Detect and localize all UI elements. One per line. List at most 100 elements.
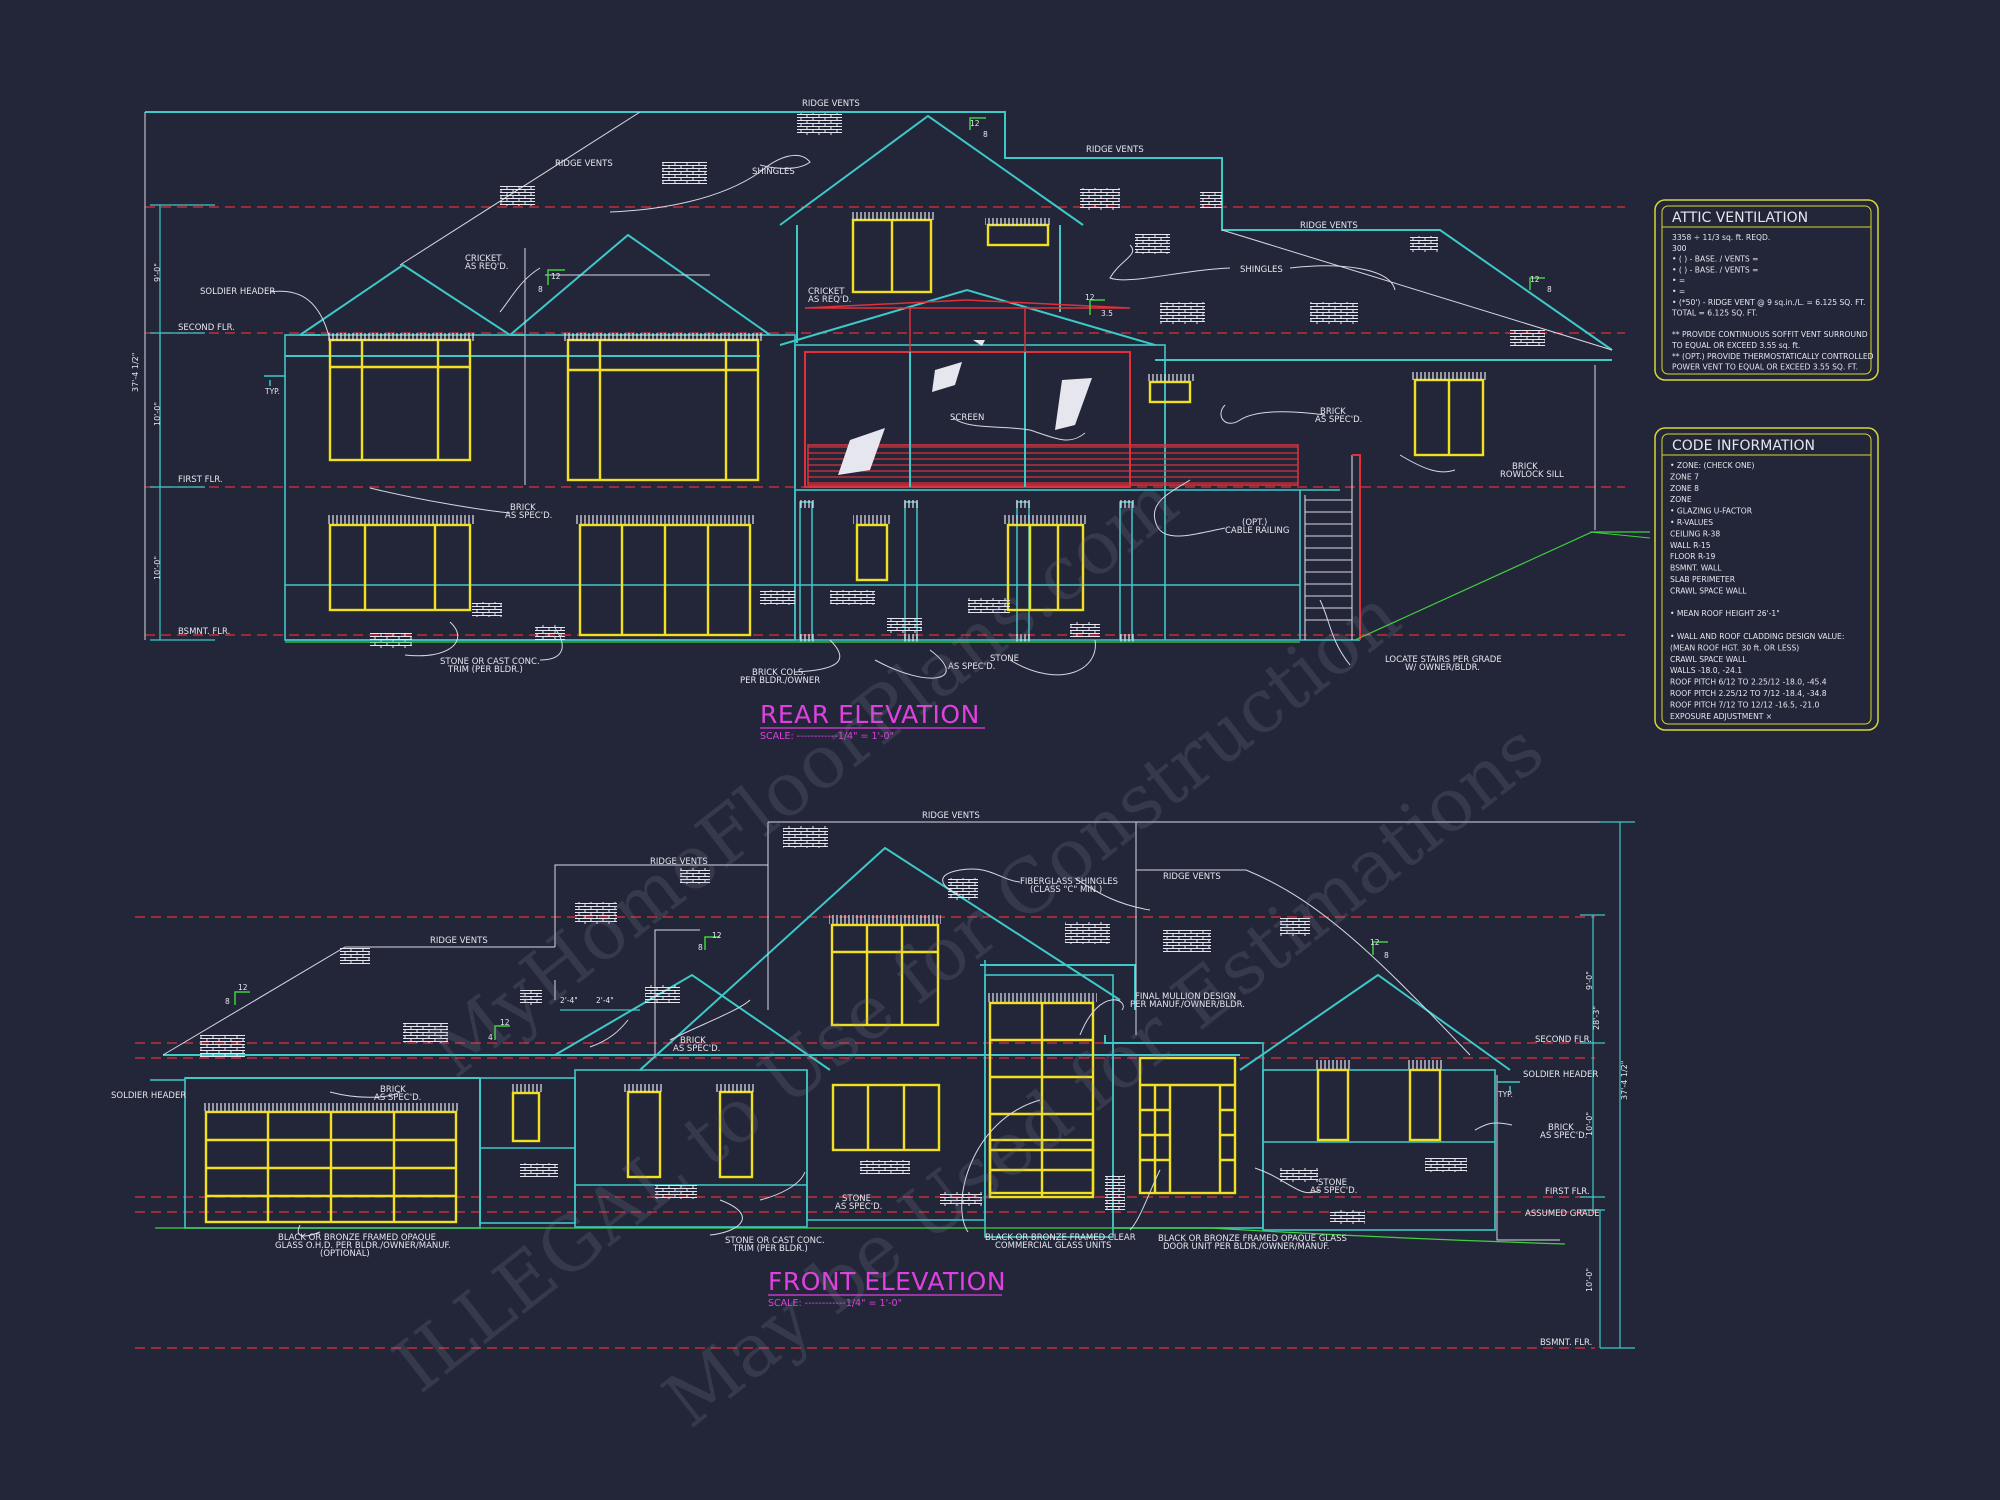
front-brick-1a: BRICK [380, 1085, 406, 1095]
front-commercial-a: BLACK OR BRONZE FRAMED CLEAR [985, 1233, 1136, 1243]
front-soldier-header-right: SOLDIER HEADER [1523, 1070, 1598, 1080]
front-stone-2b: AS SPEC'D. [1310, 1186, 1357, 1196]
rear-stairs-b: W/ OWNER/BLDR. [1405, 663, 1480, 673]
rear-window-heads [326, 212, 1487, 524]
rear-brick-1a: BRICK [510, 503, 536, 513]
rear-stone-trim-a: STONE OR CAST CONC. [440, 657, 540, 667]
code-line: ZONE 7 [1670, 472, 1699, 481]
front-pitch-8a: 8 [225, 997, 230, 1006]
rear-bsmnt-flr: BSMNT. FLR. [178, 627, 230, 637]
rear-screen: SCREEN [950, 413, 984, 423]
front-ridge-vents-right: RIDGE VENTS [1163, 872, 1221, 882]
rear-rowlock-a: BRICK [1512, 462, 1538, 472]
front-leaders [297, 868, 1513, 1237]
front-mullion-a: FINAL MULLION DESIGN [1135, 992, 1236, 1002]
front-pitch-12c: 12 [500, 1018, 510, 1027]
attic-line: • ( ) - BASE. / VENTS = [1672, 255, 1759, 264]
code-line: • GLAZING U-FACTOR [1670, 507, 1753, 516]
rear-dimension-lines [150, 204, 215, 641]
front-pitch-4: 4 [488, 1033, 493, 1042]
code-information-text: CODE INFORMATION • ZONE: (CHECK ONE) ZON… [1670, 438, 1844, 721]
rear-leaders [269, 154, 1456, 679]
front-fiberglass-a: FIBERGLASS SHINGLES [1020, 877, 1118, 887]
rear-ridge-vents-left: RIDGE VENTS [555, 159, 613, 169]
rear-brick-cols-b: PER BLDR./OWNER [740, 676, 820, 686]
code-line: BSMNT. WALL [1670, 564, 1722, 573]
front-pitch-8d: 8 [1384, 951, 1389, 960]
attic-ventilation-text: ATTIC VENTILATION 3358 ÷ 11/3 sq. ft. RE… [1671, 210, 1874, 372]
attic-line: 300 [1672, 244, 1687, 253]
attic-line: • (*50') - RIDGE VENT @ 9 sq.in./L. = 6.… [1672, 298, 1865, 307]
front-ridge-vents-far: RIDGE VENTS [430, 936, 488, 946]
attic-line: ** PROVIDE CONTINUOUS SOFFIT VENT SURROU… [1672, 330, 1868, 339]
front-roof-thin [162, 821, 1630, 1241]
front-soldier-header-left: SOLDIER HEADER [111, 1091, 186, 1101]
rear-shingles-2: SHINGLES [1240, 265, 1283, 275]
front-elevation [135, 821, 1635, 1349]
code-line: ZONE [1670, 495, 1692, 504]
rear-pitch-12d: 12 [1530, 275, 1540, 284]
code-line: EXPOSURE ADJUSTMENT × [1670, 712, 1772, 721]
front-assumed-grade: ASSUMED GRADE [1525, 1209, 1600, 1219]
attic-ventilation-title: ATTIC VENTILATION [1672, 210, 1808, 226]
rear-pitch-35: 3.5 [1101, 309, 1113, 318]
code-line: WALLS -18.0, -24.1 [1670, 666, 1742, 675]
front-dim-upper: 9'-0" [1585, 971, 1594, 990]
rear-elevation [144, 111, 1650, 679]
front-stone-trim-b: TRIM (PER BLDR.) [732, 1244, 808, 1254]
front-typ: TYP. [1497, 1090, 1513, 1099]
front-brick-3a: BRICK [1548, 1123, 1574, 1133]
code-information-panel [1654, 427, 1879, 731]
front-ridge-vents-top: RIDGE VENTS [922, 811, 980, 821]
rear-pitch-symbols [547, 117, 1545, 315]
front-dim-b: 2'-4" [596, 996, 614, 1005]
front-dim-lower: 10'-0" [1585, 1268, 1594, 1292]
rear-pitch-8b: 8 [983, 130, 988, 139]
rear-shingles-1: SHINGLES [752, 167, 795, 177]
attic-line: • = [1672, 287, 1685, 296]
rear-column-caps [798, 500, 1134, 642]
rear-brick-1b: AS SPEC'D. [505, 511, 552, 521]
code-line: ROOF PITCH 6/12 TO 2.25/12 -18.0, -45.4 [1670, 678, 1827, 687]
rear-first-flr: FIRST FLR. [178, 475, 223, 485]
code-line: ROOF PITCH 2.25/12 TO 7/12 -18.4, -34.8 [1670, 689, 1827, 698]
code-line: • WALL AND ROOF CLADDING DESIGN VALUE: [1670, 632, 1844, 641]
rear-dim-lower: 10'-0" [153, 556, 162, 580]
front-door-b: DOOR UNIT PER BLDR./OWNER/MANUF. [1163, 1242, 1329, 1252]
front-garage-b: GLASS O.H.D. PER BLDR./OWNER/MANUF. [275, 1241, 451, 1251]
rear-cricket-2b: AS REQ'D. [808, 295, 851, 305]
front-walls [150, 960, 1496, 1238]
attic-line: TOTAL = 6.125 SQ. FT. [1671, 309, 1757, 318]
rear-stone-a: STONE [990, 654, 1019, 664]
front-garage-a: BLACK OR BRONZE FRAMED OPAQUE [278, 1233, 436, 1243]
attic-line: • = [1672, 276, 1685, 285]
front-dim-total: 37'-4 1/2" [1620, 1061, 1629, 1100]
rear-pitch-12c: 12 [1085, 293, 1095, 302]
code-line: ZONE 8 [1670, 484, 1699, 493]
front-dim-a: 2'-4" [560, 996, 578, 1005]
front-stone-1b: AS SPEC'D. [835, 1202, 882, 1212]
code-line: CEILING R-38 [1670, 529, 1720, 538]
rear-cricket-1a: CRICKET [465, 254, 502, 264]
front-pitch-12b: 12 [712, 931, 722, 940]
front-mullion-b: PER MANUF./OWNER/BLDR. [1130, 1000, 1245, 1010]
code-line: SLAB PERIMETER [1670, 575, 1736, 584]
rear-stone-b: AS SPEC'D. [948, 662, 995, 672]
rear-elevation-title: REAR ELEVATION [760, 700, 980, 729]
front-bsmnt-flr: BSMNT. FLR. [1540, 1338, 1592, 1348]
front-dimension-lines [560, 821, 1635, 1349]
front-brick-3b: AS SPEC'D. [1540, 1131, 1587, 1141]
front-dim-right-total: 28'-3" [1592, 1006, 1601, 1030]
front-brick-symbols [200, 826, 1467, 1224]
front-pitch-12a: 12 [238, 983, 248, 992]
front-window-heads [203, 915, 1444, 1111]
rear-ridge-vents-far: RIDGE VENTS [1300, 221, 1358, 231]
front-pitch-12d: 12 [1370, 938, 1380, 947]
rear-pitch-8d: 8 [1547, 285, 1552, 294]
rear-dim-upper: 9'-0" [153, 263, 162, 282]
code-line: • R-VALUES [1670, 518, 1713, 527]
rear-brick-2b: AS SPEC'D. [1315, 415, 1362, 425]
rear-cricket-2a: CRICKET [808, 287, 845, 297]
rear-windows [328, 218, 1485, 637]
